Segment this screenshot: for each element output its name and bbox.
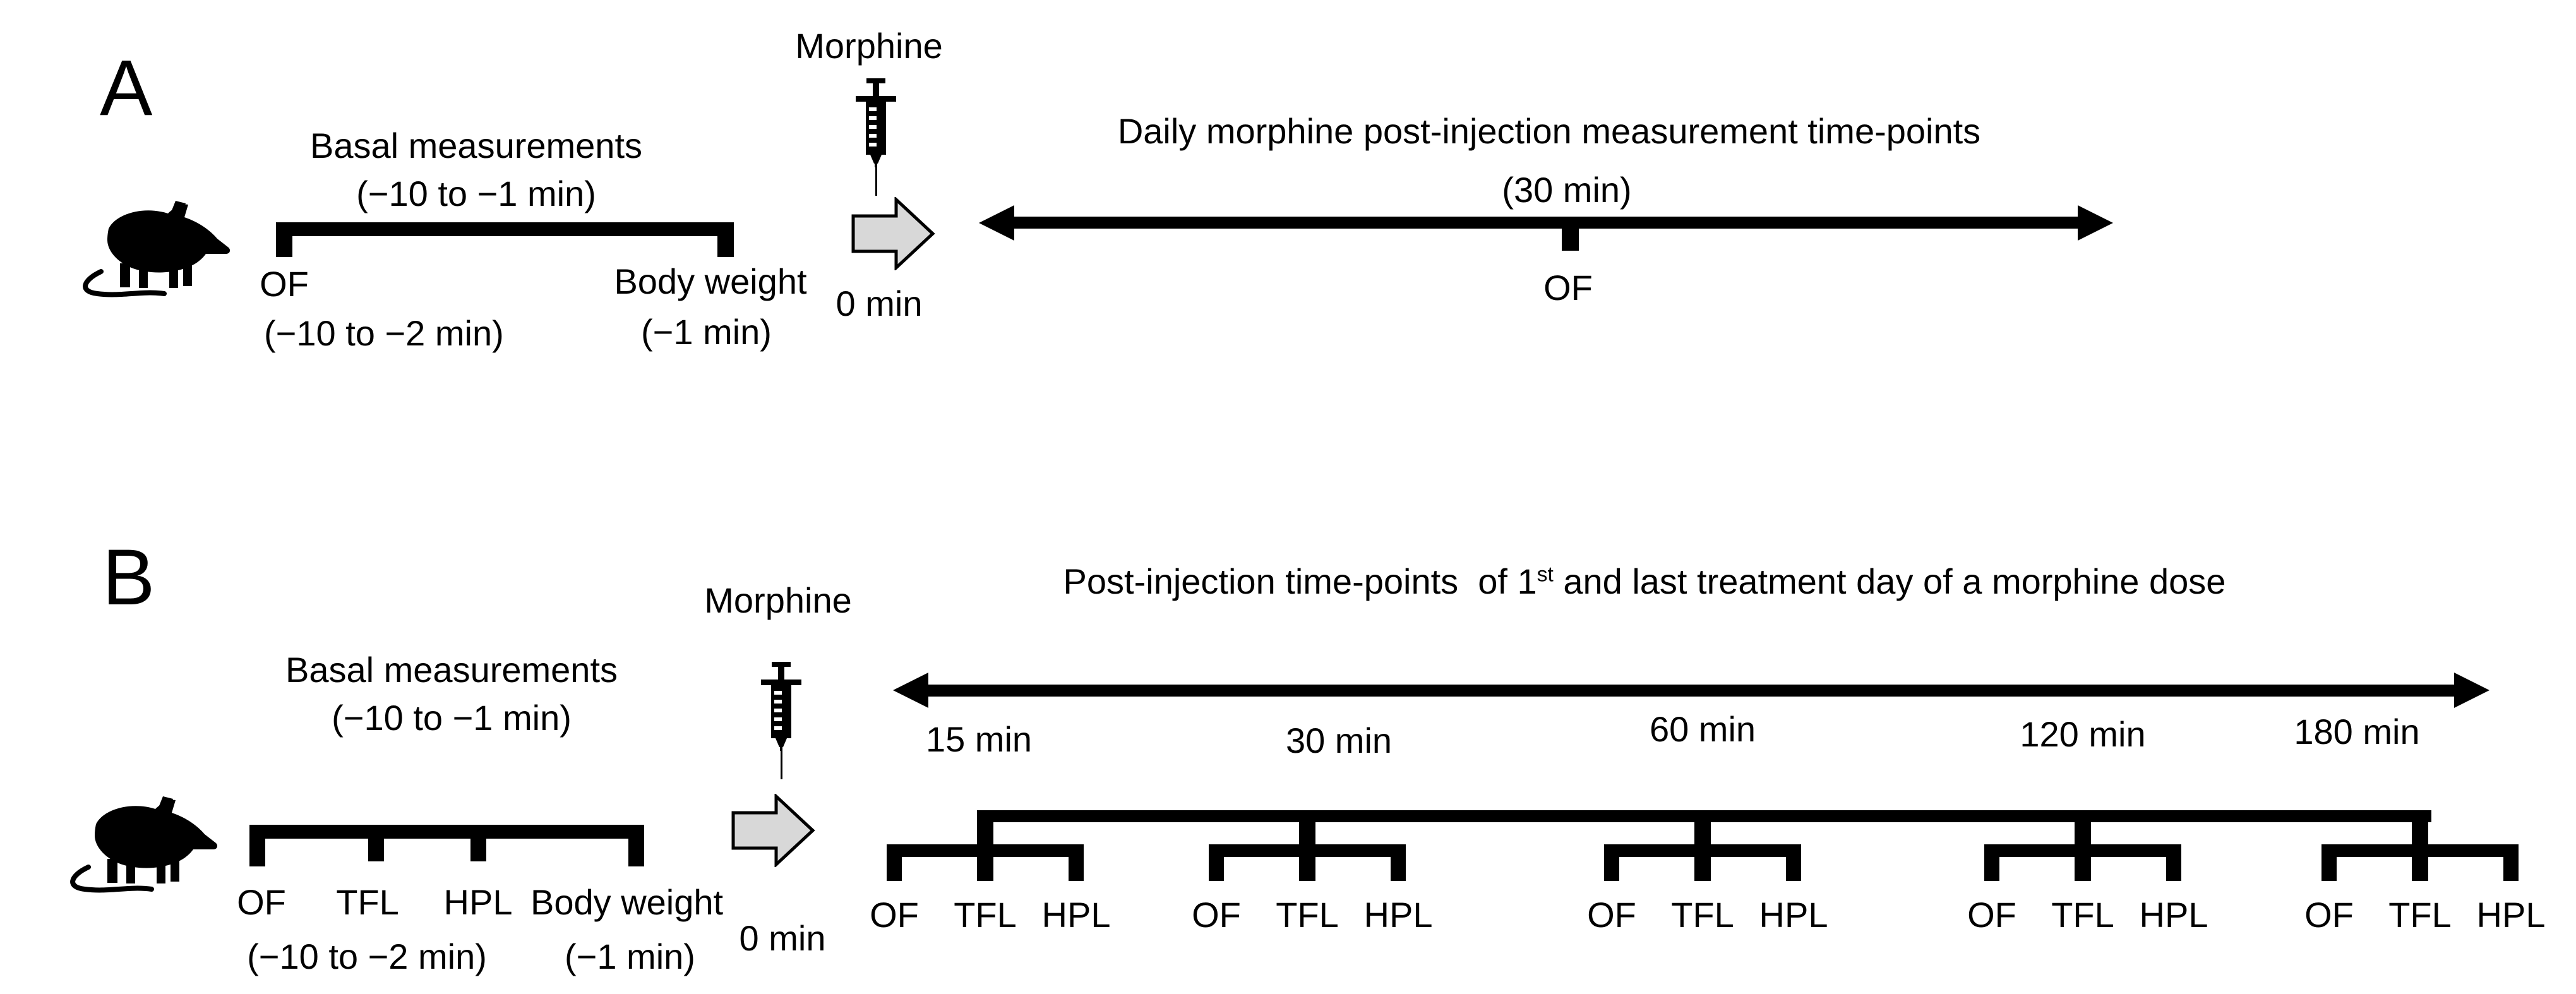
group-bracket-left-tick (887, 844, 902, 881)
basal-measurements-window-a: (−10 to −1 min) (356, 174, 596, 213)
group-hpl-label: HPL (2476, 895, 2546, 935)
group-tfl-label: TFL (1276, 895, 1339, 935)
basal-measurements-line1-a: Basal measurements (309, 126, 642, 165)
basal-bracket-bar-a (276, 222, 734, 236)
mouse-tail (70, 865, 154, 893)
basal-bodyweight-label-b: Body weight (530, 882, 724, 922)
group-bracket-right-tick (1069, 844, 1084, 881)
group-of-label: OF (870, 895, 919, 935)
basal-bracket-right-tick-a (717, 222, 734, 257)
group-bracket-right-tick (1391, 844, 1406, 881)
group-tfl-label: TFL (2051, 895, 2114, 935)
injection-time-a: 0 min (836, 284, 923, 323)
basal-measurements-title-b: Basal measurements (−10 to −1 min) (231, 646, 673, 742)
timeline-title-b-suffix: and last treatment day of a morphine dos… (1553, 561, 2226, 601)
group-bracket-bar (887, 844, 1084, 857)
timeline-title-b-superscript: st (1537, 563, 1554, 587)
group-of-label: OF (2304, 895, 2354, 935)
measurement-group-60min: OF TFL HPL (1576, 810, 1829, 968)
group-bracket-right-tick (2503, 844, 2519, 881)
mouse-ear (171, 201, 186, 216)
basal-tfl-label-b: TFL (336, 882, 399, 922)
panel-b-label: B (102, 534, 155, 621)
group-tfl-label: TFL (2388, 895, 2452, 935)
injection-time-b: 0 min (739, 918, 826, 958)
timepoint-label-30min: 30 min (1285, 721, 1393, 760)
measurement-group-120min: OF TFL HPL (1956, 810, 2209, 968)
group-bracket-right-tick (2166, 844, 2181, 881)
group-hpl-label: HPL (1759, 895, 1828, 935)
basal-of-label-b: OF (237, 882, 286, 922)
group-tfl-label: TFL (1671, 895, 1734, 935)
measurement-group-15min: OF TFL HPL (859, 810, 1111, 968)
group-bracket-left-tick (1209, 844, 1224, 881)
timeline-tick-label-a: OF (1543, 268, 1593, 308)
group-bracket-bar (1209, 844, 1406, 857)
morphine-label-a: Morphine (795, 26, 943, 66)
group-bracket-left-tick (1984, 844, 1999, 881)
of-window-b: (−10 to −2 min) (247, 937, 487, 976)
measurement-group-180min: OF TFL HPL (2294, 810, 2546, 968)
body-weight-label-a: Body weight (614, 261, 807, 301)
timeline-title-b-prefix: Post-injection time-points of 1 (1063, 561, 1537, 601)
basal-measurements-title-a: Basal measurements (−10 to −1 min) (255, 122, 697, 218)
timepoint-label-120min: 120 min (2020, 714, 2146, 754)
timeline-title-a: Daily morphine post-injection measuremen… (1117, 111, 1981, 151)
timepoint-label-60min: 60 min (1649, 709, 1756, 749)
of-window-a: (−10 to −2 min) (264, 313, 504, 353)
basal-bracket-tick-of (249, 825, 265, 866)
group-bracket-left-tick (2321, 844, 2337, 881)
body-weight-window-b: (−1 min) (565, 937, 695, 976)
mouse-icon (70, 796, 218, 893)
morphine-label-b: Morphine (704, 580, 852, 620)
group-bracket-right-tick (1786, 844, 1801, 881)
timeline-title-b: Post-injection time-points of 1st and la… (1013, 564, 2276, 599)
injection-arrow (851, 197, 935, 270)
basal-bracket-bar-b (249, 825, 644, 839)
basal-measurements-line1-b: Basal measurements (285, 650, 618, 690)
timeline-duration-a: (30 min) (1502, 170, 1632, 210)
panel-a-label: A (100, 44, 153, 132)
of-label-a: OF (260, 264, 309, 304)
basal-measurements-window-b: (−10 to −1 min) (332, 698, 572, 738)
mouse-ear (158, 796, 173, 811)
basal-bracket-tick-bodyweight (628, 825, 644, 866)
timeline-arrow-a (979, 205, 2113, 241)
basal-bracket-tick-hpl (470, 825, 486, 861)
mouse-tail (83, 269, 167, 297)
injection-arrow (731, 794, 815, 867)
group-hpl-label: HPL (2139, 895, 2208, 935)
measurement-group-30min: OF TFL HPL (1181, 810, 1434, 968)
body-weight-window-a: (−1 min) (641, 312, 772, 352)
group-bracket-left-tick (1604, 844, 1619, 881)
syringe-icon (856, 78, 896, 196)
group-tfl-label: TFL (954, 895, 1017, 935)
basal-bracket-tick-tfl (368, 825, 384, 861)
syringe-icon (761, 662, 801, 779)
group-bracket-bar (2321, 844, 2519, 857)
group-hpl-label: HPL (1363, 895, 1433, 935)
basal-hpl-label-b: HPL (443, 882, 513, 922)
group-hpl-label: HPL (1041, 895, 1111, 935)
mouse-icon (83, 201, 231, 297)
group-of-label: OF (1967, 895, 2016, 935)
group-bracket-bar (1984, 844, 2181, 857)
timepoint-label-15min: 15 min (925, 719, 1033, 759)
group-of-label: OF (1587, 895, 1636, 935)
timeline-tick-a (1562, 222, 1579, 251)
group-bracket-bar (1604, 844, 1801, 857)
timepoint-label-180min: 180 min (2294, 712, 2420, 751)
timeline-arrow-b (893, 673, 2489, 708)
basal-bracket-left-tick-a (276, 222, 292, 257)
group-of-label: OF (1192, 895, 1241, 935)
